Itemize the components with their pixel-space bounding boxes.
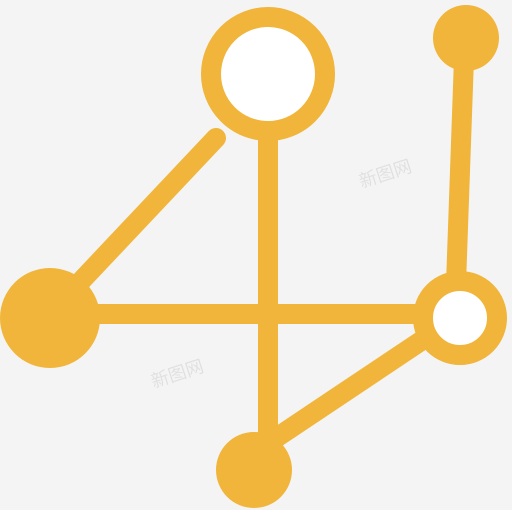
node-bottom-solid xyxy=(216,432,292,508)
edge-bottom-solid-to-right-hollow xyxy=(266,325,440,448)
edge-top-right-solid-vertical xyxy=(446,48,474,294)
node-right-hollow xyxy=(413,271,507,365)
edge-top-hollow-to-left-solid xyxy=(72,128,226,290)
node-left-solid xyxy=(0,268,100,368)
node-top-hollow xyxy=(201,7,335,141)
node-top-right-solid xyxy=(433,5,499,71)
